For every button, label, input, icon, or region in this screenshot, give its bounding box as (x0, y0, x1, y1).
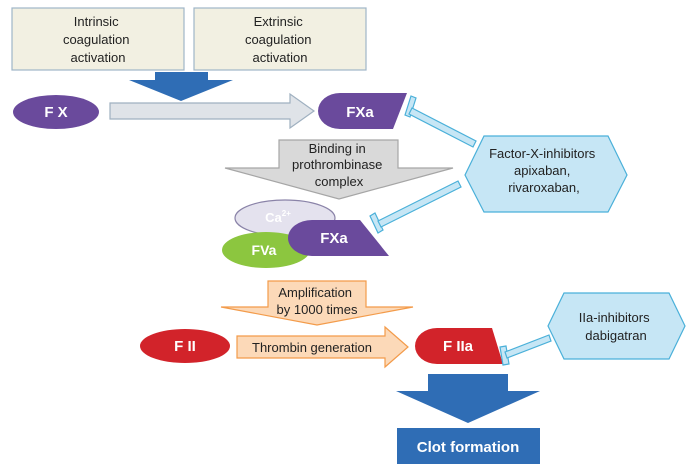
complex-inhibition-bar (369, 180, 462, 234)
fxa-complex-label: FXa (320, 230, 348, 247)
binding-label: Binding in prothrombinase complex (292, 141, 386, 189)
intrinsic-activation-label: Intrinsic coagulation activation (63, 14, 133, 65)
fiia-node (415, 328, 503, 364)
fx-to-fxa-arrow (109, 92, 316, 130)
fva-node (222, 232, 310, 268)
amplification-label: Amplification by 1000 times (277, 285, 358, 317)
iia-inhibitors-label: IIa-inhibitors dabigatran (579, 310, 653, 343)
fxa-node (318, 93, 407, 129)
fxa-complex-node (288, 220, 389, 256)
fiia-inhibition-bar (499, 334, 552, 366)
fva-label: FVa (252, 242, 277, 258)
fii-node (140, 329, 230, 363)
binding-arrow (224, 139, 454, 200)
fiia-label: F IIa (443, 338, 474, 355)
extrinsic-activation-box (193, 7, 367, 71)
thrombin-generation-label: Thrombin generation (252, 340, 372, 355)
calcium-label: Ca2+ (265, 209, 291, 225)
thrombin-generation-arrow (236, 325, 409, 369)
activation-down-arrow (129, 72, 233, 101)
clot-down-arrow (396, 374, 540, 423)
fxa-inhibition-bar (404, 95, 477, 148)
amplification-arrow (220, 280, 414, 326)
fx-label: F X (44, 104, 67, 121)
factor-x-inhibitors-label: Factor-X-inhibitors apixaban, rivaroxaba… (489, 146, 599, 195)
extrinsic-activation-label: Extrinsic coagulation activation (245, 14, 315, 65)
fx-node (13, 95, 99, 129)
intrinsic-activation-box (11, 7, 185, 71)
clot-formation-label: Clot formation (417, 439, 520, 456)
factor-x-inhibitors-box (464, 135, 628, 213)
fxa-label: FXa (346, 104, 374, 121)
fii-label: F II (174, 338, 196, 355)
clot-formation-box (397, 428, 540, 464)
iia-inhibitors-box (547, 292, 686, 360)
